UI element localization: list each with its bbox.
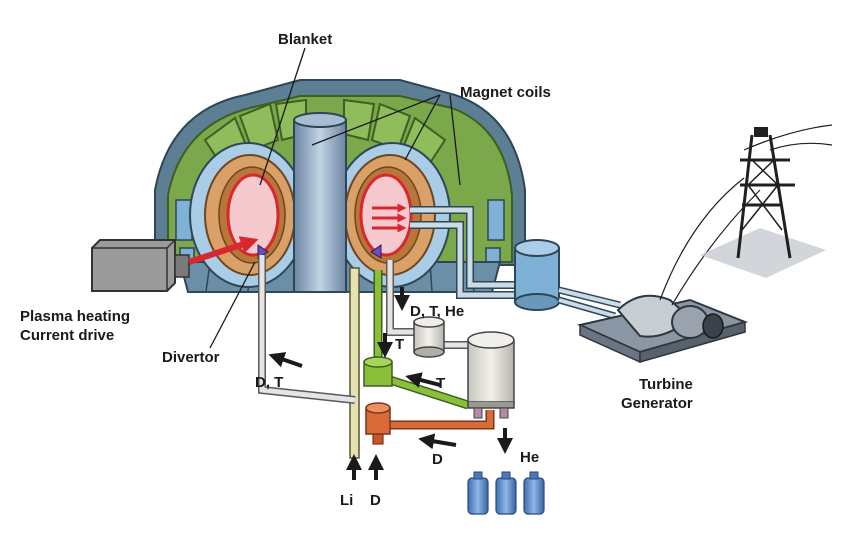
heating-beam-arrow-icon (188, 236, 259, 265)
central-solenoid (293, 119, 347, 293)
generator-label: Generator (621, 395, 693, 412)
arrow-icon (418, 433, 457, 450)
current-drive-label: Current drive (20, 327, 115, 344)
plasma-heating-label: Plasma heating (20, 308, 131, 325)
d-lower-label: D (432, 451, 443, 468)
he-label: He (520, 449, 540, 466)
d-t-he-label: D, T, He (410, 303, 465, 320)
plasma-heating-device (91, 239, 190, 292)
heat-exchanger (514, 239, 560, 311)
helium-canister-icon (467, 471, 545, 515)
transmission-tower-icon (700, 127, 826, 278)
t-upper-label: T (395, 336, 405, 353)
left-torus-section (189, 142, 307, 288)
right-torus-section (333, 142, 451, 288)
leader-lines (209, 47, 461, 349)
arrow-icon (268, 352, 303, 368)
deuterium-line (373, 410, 495, 440)
blanket-label: Blanket (278, 31, 333, 48)
arrow-icon (405, 372, 441, 388)
tritium-processor (363, 356, 393, 387)
processing-tank (467, 331, 515, 419)
t-right-label: T (436, 375, 446, 392)
li-label: Li (340, 492, 354, 509)
turbine-icon (576, 294, 749, 364)
separator-unit (413, 316, 445, 358)
lithium-pipe (349, 267, 360, 459)
deuterium-injector (365, 402, 391, 445)
power-lines (659, 124, 833, 306)
magnet-coils-label: Magnet coils (460, 84, 551, 101)
flow-arrows (268, 287, 513, 480)
divertor-label: Divertor (162, 349, 220, 366)
turbine-label: Turbine (639, 376, 693, 393)
d-bottom-label: D (370, 492, 381, 509)
d-t-left-label: D, T (255, 374, 284, 391)
